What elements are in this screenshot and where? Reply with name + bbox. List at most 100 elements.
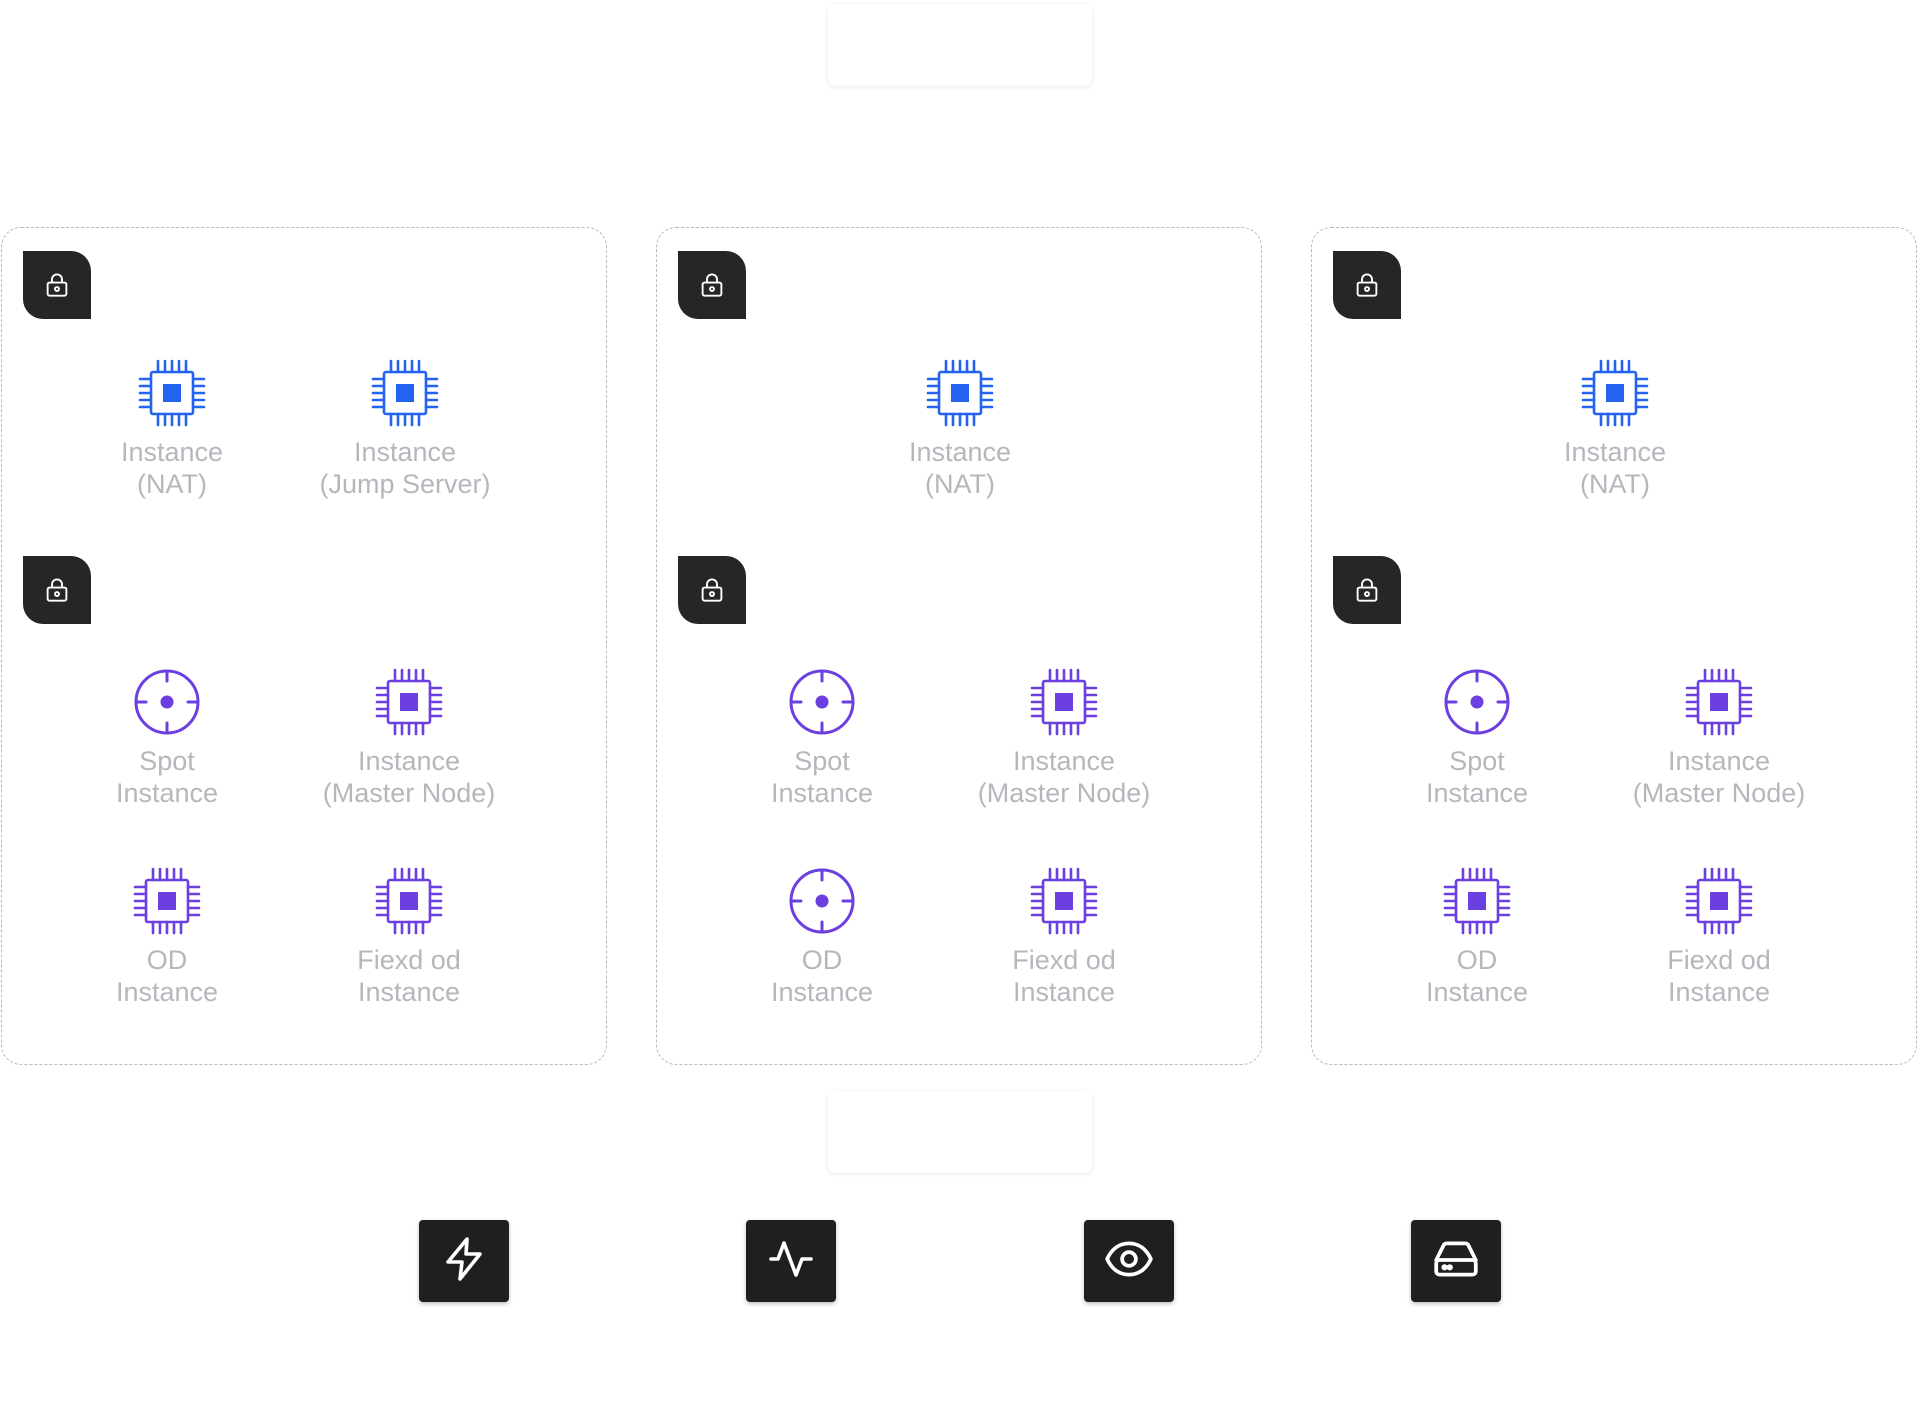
target-icon <box>1442 667 1512 737</box>
target-icon <box>132 667 202 737</box>
node-label-line1: Instance <box>1012 746 1116 776</box>
node-label-line1: Spot <box>1449 746 1505 776</box>
node-label-line2: (Master Node) <box>322 778 496 808</box>
nat-instance[interactable]: Instance (NAT) <box>840 358 1080 500</box>
chip-icon <box>1442 866 1512 936</box>
od-instance[interactable]: OD Instance <box>702 866 942 1008</box>
lightning-icon <box>440 1235 488 1288</box>
node-label-line1: Instance <box>1563 437 1667 467</box>
chip-icon <box>374 667 444 737</box>
chip-icon <box>1684 866 1754 936</box>
node-label-line2: Instance <box>115 977 219 1007</box>
chip-icon <box>925 358 995 428</box>
spot-instance[interactable]: Spot Instance <box>1357 667 1597 809</box>
node-label: OD Instance <box>1426 944 1528 1008</box>
node-label-line2: Instance <box>1667 977 1771 1007</box>
chip-icon <box>1684 667 1754 737</box>
lightning-button[interactable] <box>419 1220 509 1302</box>
target-icon <box>787 866 857 936</box>
od-instance[interactable]: OD Instance <box>47 866 287 1008</box>
jump-server-instance[interactable]: Instance (Jump Server) <box>285 358 525 500</box>
node-label-line1: Fiexd od <box>1667 945 1771 975</box>
node-label: Instance (NAT) <box>1564 436 1666 500</box>
chip-icon <box>132 866 202 936</box>
eye-icon <box>1104 1234 1154 1289</box>
eye-button[interactable] <box>1084 1220 1174 1302</box>
node-label-line2: Instance <box>1425 778 1529 808</box>
od-instance[interactable]: OD Instance <box>1357 866 1597 1008</box>
node-label: Instance (Master Node) <box>323 745 496 809</box>
node-label: Instance (Master Node) <box>978 745 1151 809</box>
node-label: Spot Instance <box>116 745 218 809</box>
node-label-line1: Fiexd od <box>357 945 461 975</box>
public-subnet-lock-icon <box>1333 251 1401 319</box>
chip-icon <box>374 866 444 936</box>
node-label-line1: Fiexd od <box>1012 945 1116 975</box>
private-subnet-lock-icon <box>1333 556 1401 624</box>
chip-icon <box>370 358 440 428</box>
hard-drive-icon <box>1431 1234 1481 1289</box>
node-label-line2: (NAT) <box>137 469 207 499</box>
node-label: Fiexd od Instance <box>357 944 461 1008</box>
node-label-line2: (Master Node) <box>1632 778 1806 808</box>
spot-instance[interactable]: Spot Instance <box>702 667 942 809</box>
node-label-line1: Spot <box>139 746 195 776</box>
private-subnet-lock-icon <box>678 556 746 624</box>
node-label-line2: Instance <box>357 977 461 1007</box>
nat-instance[interactable]: Instance (NAT) <box>1495 358 1735 500</box>
node-label-line1: Spot <box>794 746 850 776</box>
node-label-line1: OD <box>801 945 843 975</box>
node-label-line2: (NAT) <box>925 469 995 499</box>
node-label-line2: Instance <box>770 977 874 1007</box>
node-label: Instance (Jump Server) <box>319 436 490 500</box>
public-subnet-lock-icon <box>23 251 91 319</box>
node-label: Fiexd od Instance <box>1012 944 1116 1008</box>
node-label-line2: (Master Node) <box>977 778 1151 808</box>
activity-icon <box>767 1235 815 1288</box>
activity-button[interactable] <box>746 1220 836 1302</box>
target-icon <box>787 667 857 737</box>
chip-icon <box>1029 866 1099 936</box>
chip-icon <box>137 358 207 428</box>
node-label: Spot Instance <box>1426 745 1528 809</box>
node-label-line2: Instance <box>770 778 874 808</box>
node-label-line2: (Jump Server) <box>319 469 491 499</box>
node-label-line1: Instance <box>357 746 461 776</box>
private-subnet-lock-icon <box>23 556 91 624</box>
node-label-line2: Instance <box>1012 977 1116 1007</box>
node-label-line1: Instance <box>1667 746 1771 776</box>
node-label-line1: Instance <box>908 437 1012 467</box>
nat-instance[interactable]: Instance (NAT) <box>52 358 292 500</box>
bottom-placeholder-card[interactable] <box>828 1091 1092 1173</box>
node-label-line1: OD <box>1456 945 1498 975</box>
availability-zone-3: Instance (NAT) Spot Instance Instance (M… <box>1311 227 1917 1065</box>
node-label-line1: Instance <box>120 437 224 467</box>
node-label: OD Instance <box>116 944 218 1008</box>
public-subnet-lock-icon <box>678 251 746 319</box>
availability-zone-2: Instance (NAT) Spot Instance Instance (M… <box>656 227 1262 1065</box>
node-label-line2: Instance <box>1425 977 1529 1007</box>
chip-icon <box>1029 667 1099 737</box>
node-label: Spot Instance <box>771 745 873 809</box>
node-label: Instance (NAT) <box>121 436 223 500</box>
node-label-line2: Instance <box>115 778 219 808</box>
hard-drive-button[interactable] <box>1411 1220 1501 1302</box>
node-label-line2: (NAT) <box>1580 469 1650 499</box>
spot-instance[interactable]: Spot Instance <box>47 667 287 809</box>
node-label-line1: Instance <box>353 437 457 467</box>
fixed-od-instance[interactable]: Fiexd od Instance <box>289 866 529 1008</box>
master-node-instance[interactable]: Instance (Master Node) <box>944 667 1184 809</box>
node-label: OD Instance <box>771 944 873 1008</box>
master-node-instance[interactable]: Instance (Master Node) <box>1599 667 1839 809</box>
node-label: Instance (Master Node) <box>1633 745 1806 809</box>
fixed-od-instance[interactable]: Fiexd od Instance <box>944 866 1184 1008</box>
availability-zone-1: Instance (NAT) Instance (Jump Server) Sp… <box>1 227 607 1065</box>
top-placeholder-card[interactable] <box>828 4 1092 86</box>
master-node-instance[interactable]: Instance (Master Node) <box>289 667 529 809</box>
chip-icon <box>1580 358 1650 428</box>
fixed-od-instance[interactable]: Fiexd od Instance <box>1599 866 1839 1008</box>
node-label: Fiexd od Instance <box>1667 944 1771 1008</box>
node-label: Instance (NAT) <box>909 436 1011 500</box>
node-label-line1: OD <box>146 945 188 975</box>
